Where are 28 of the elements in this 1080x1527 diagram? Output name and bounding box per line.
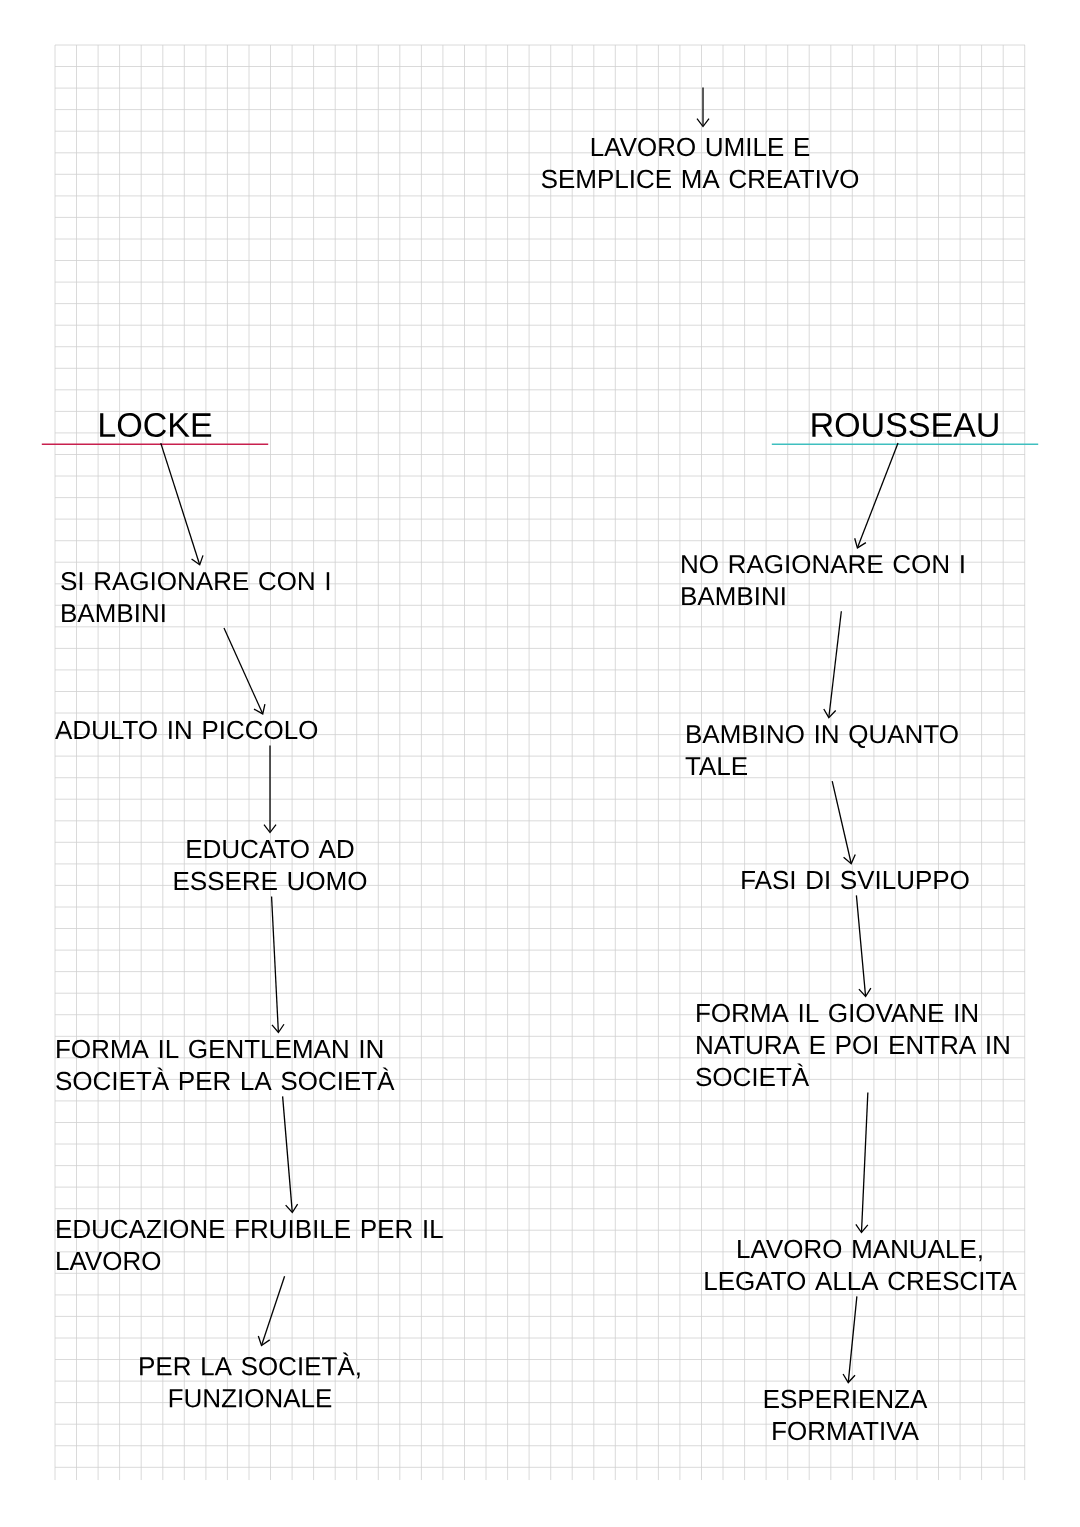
arrow bbox=[855, 1091, 869, 1234]
handwritten-text: LAVORO MANUALE, LEGATO ALLA CRESCITA bbox=[705, 1239, 1017, 1291]
handwritten-text: FASI DI SVILUPPO bbox=[742, 870, 969, 890]
arrow bbox=[855, 894, 872, 998]
handwritten-text: LAVORO UMILE E SEMPLICE MA CREATIVO bbox=[541, 137, 859, 189]
handwritten-text: FORMA IL GENTLEMAN IN SOCIETÀ PER LA SOCIETÀ bbox=[56, 1039, 395, 1091]
arrow bbox=[270, 895, 285, 1034]
arrow bbox=[257, 1275, 286, 1347]
handwritten-text: FORMA IL GIOVANE IN NATURA E POI ENTRA IN SOCIETÀ bbox=[696, 1003, 1009, 1087]
handwritten-text: BAMBINO IN QUANTO TALE bbox=[685, 724, 958, 776]
arrow bbox=[823, 610, 842, 719]
arrow bbox=[842, 1295, 858, 1384]
handwritten-text: ROUSSEAU bbox=[812, 412, 998, 438]
arrow bbox=[854, 442, 899, 549]
handwritten-text: EDUCAZIONE FRUIBILE PER IL LAVORO bbox=[57, 1219, 443, 1271]
arrow bbox=[281, 1095, 299, 1214]
arrow bbox=[160, 442, 204, 566]
arrow bbox=[263, 744, 277, 834]
handwritten-text: ESPERIENZA FORMATIVA bbox=[764, 1389, 928, 1441]
arrow bbox=[831, 780, 856, 865]
arrow bbox=[223, 627, 266, 715]
handwritten-text: EDUCATO AD ESSERE UOMO bbox=[174, 839, 367, 891]
handwritten-text: PER LA SOCIETÀ, FUNZIONALE bbox=[140, 1352, 360, 1408]
handwritten-text: ADULTO IN PICCOLO bbox=[55, 720, 318, 740]
handwritten-text: SI RAGIONARE CON I BAMBINI bbox=[61, 571, 330, 623]
handwritten-text: NO RAGIONARE CON I BAMBINI bbox=[682, 554, 964, 606]
arrow bbox=[696, 86, 710, 128]
handwritten-text: LOCKE bbox=[100, 412, 212, 438]
